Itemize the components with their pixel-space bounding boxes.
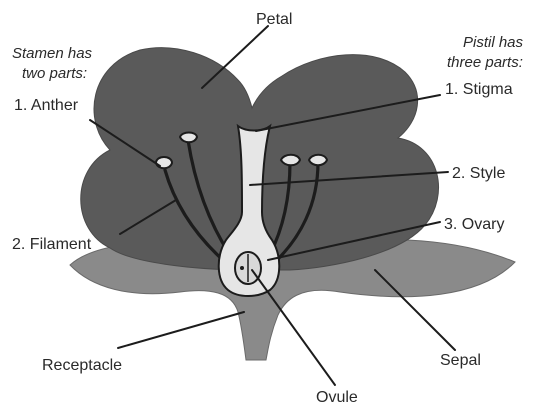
ovule-dot bbox=[240, 266, 244, 270]
anther-4 bbox=[309, 155, 327, 166]
sepal-label: Sepal bbox=[440, 352, 481, 369]
ovule-label: Ovule bbox=[316, 389, 358, 406]
petal-label: Petal bbox=[256, 11, 292, 28]
anther-2 bbox=[180, 133, 197, 143]
pistil-note-line1: Pistil has bbox=[463, 34, 524, 51]
stamen-note-line1: Stamen has bbox=[12, 45, 93, 62]
receptacle-leader bbox=[118, 312, 244, 348]
style-label: 2. Style bbox=[452, 165, 505, 182]
ovary-label: 3. Ovary bbox=[444, 216, 504, 233]
pistil-note-line2: three parts: bbox=[447, 54, 523, 71]
filament-label: 2. Filament bbox=[12, 236, 92, 253]
anther-1 bbox=[156, 157, 172, 168]
receptacle-label: Receptacle bbox=[42, 357, 122, 374]
stamen-note-line2: two parts: bbox=[22, 65, 87, 82]
anther-3 bbox=[281, 155, 300, 166]
stigma-label: 1. Stigma bbox=[445, 81, 513, 98]
anther-label: 1. Anther bbox=[14, 97, 79, 114]
